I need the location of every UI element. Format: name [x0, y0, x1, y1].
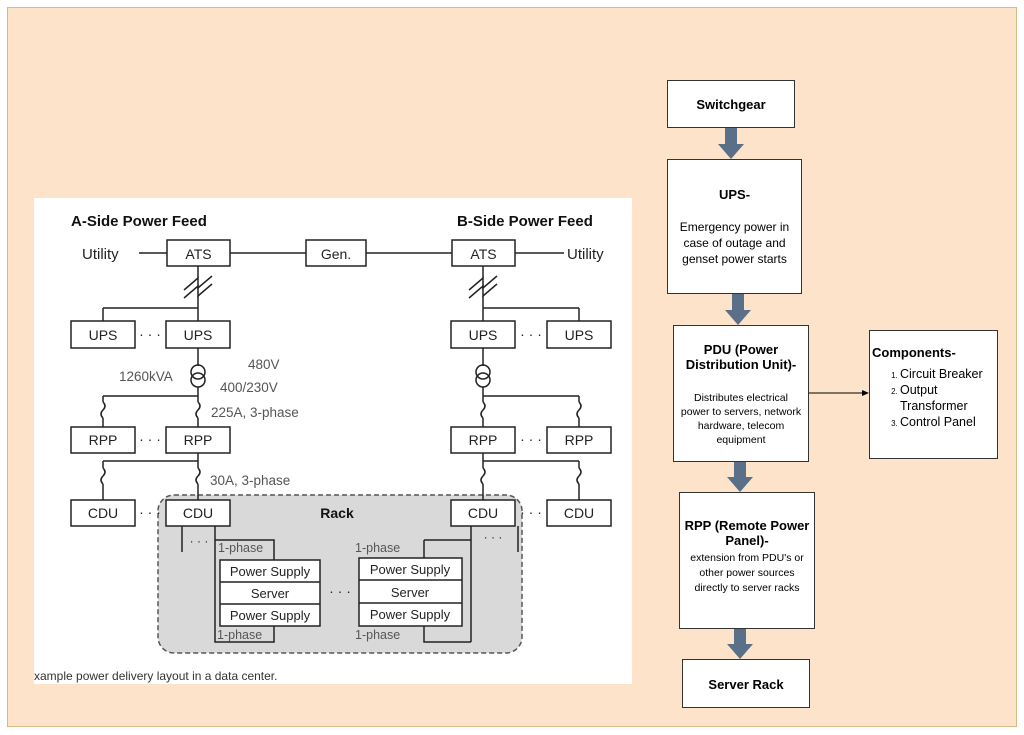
dots-cdu-b: · · · — [520, 504, 542, 520]
pdu-description: Distributes electrical power to servers,… — [680, 392, 802, 446]
utility-label-b: Utility — [567, 246, 604, 263]
ups-box: UPS- Emergency power in case of outage a… — [667, 159, 802, 294]
cdu-feed-label: 30A, 3-phase — [210, 473, 290, 488]
server-2: Server — [391, 585, 430, 600]
b-side-title: B-Side Power Feed — [457, 213, 593, 230]
server-rack-box: Server Rack — [682, 659, 810, 708]
cdu-3-label: CDU — [468, 505, 498, 521]
ats-b — [451, 239, 516, 267]
component-item: Output Transformer — [900, 382, 997, 414]
rpp-feed-label: 225A, 3-phase — [211, 405, 299, 420]
power-supply-2b: Power Supply — [370, 607, 451, 622]
power-supply-1a: Power Supply — [230, 564, 311, 579]
dots-ups-b: · · · — [520, 326, 542, 342]
ups-1-label: UPS — [89, 327, 118, 343]
rpp-4-label: RPP — [565, 432, 594, 448]
utility-label-a: Utility — [82, 246, 119, 263]
voltage-out: 400/230V — [220, 380, 278, 395]
server-1: Server — [251, 586, 290, 601]
dots-rpp-b: · · · — [520, 431, 542, 447]
rpp-3-label: RPP — [469, 432, 498, 448]
rpp-description: extension from PDU's or other power sour… — [690, 552, 804, 594]
rpp-title: RPP (Remote Power Panel)- — [684, 518, 810, 548]
component-item: Circuit Breaker — [900, 366, 997, 382]
cdu-2-label: CDU — [183, 505, 213, 521]
ups-4-label: UPS — [565, 327, 594, 343]
dots-outlet-b: · · · — [484, 530, 503, 544]
ats-a-label: ATS — [185, 246, 211, 262]
gen-label: Gen. — [321, 246, 351, 262]
ats-b-label: ATS — [470, 246, 496, 262]
dots-rpp-a: · · · — [139, 431, 161, 447]
gen — [305, 239, 367, 267]
rpp-box: RPP (Remote Power Panel)- extension from… — [679, 492, 815, 629]
cdu-4-label: CDU — [564, 505, 594, 521]
pdu-box: PDU (Power Distribution Unit)- Distribut… — [673, 325, 809, 462]
figure-caption: xample power delivery layout in a data c… — [34, 669, 278, 683]
one-phase-1: 1-phase — [218, 541, 263, 555]
one-phase-2: 1-phase — [355, 541, 400, 555]
dots-ups-a: · · · — [139, 326, 161, 342]
components-box: Components- Circuit Breaker Output Trans… — [869, 330, 998, 459]
ups-title: UPS- — [718, 187, 751, 202]
pdu-title: PDU (Power Distribution Unit)- — [685, 342, 797, 372]
a-side-title: A-Side Power Feed — [71, 213, 207, 230]
dots-servers: · · · — [329, 583, 351, 599]
power-supply-2a: Power Supply — [370, 562, 451, 577]
switchgear-label: Switchgear — [696, 97, 766, 112]
dots-cdu-a: · · · — [139, 504, 161, 520]
voltage-in: 480V — [248, 357, 280, 372]
component-item: Control Panel — [900, 414, 997, 430]
rack-label: Rack — [320, 505, 354, 521]
components-title: Components- — [872, 345, 956, 360]
dots-outlet-a: · · · — [190, 534, 209, 548]
power-layout-figure: A-Side Power Feed B-Side Power Feed Util… — [34, 198, 632, 684]
one-phase-3: 1-phase — [217, 628, 262, 642]
ups-3-label: UPS — [469, 327, 498, 343]
server-rack-label: Server Rack — [708, 677, 784, 692]
cdu-1-label: CDU — [88, 505, 118, 521]
rpp-2-label: RPP — [184, 432, 213, 448]
rpp-1-label: RPP — [89, 432, 118, 448]
ats-a — [166, 239, 231, 267]
components-list: Circuit Breaker Output Transformer Contr… — [870, 366, 997, 430]
ups-description: Emergency power in case of outage and ge… — [679, 220, 790, 266]
rating-kva: 1260kVA — [119, 369, 173, 384]
switchgear-box: Switchgear — [667, 80, 795, 128]
power-supply-1b: Power Supply — [230, 608, 311, 623]
ups-2-label: UPS — [184, 327, 213, 343]
one-phase-4: 1-phase — [355, 628, 400, 642]
